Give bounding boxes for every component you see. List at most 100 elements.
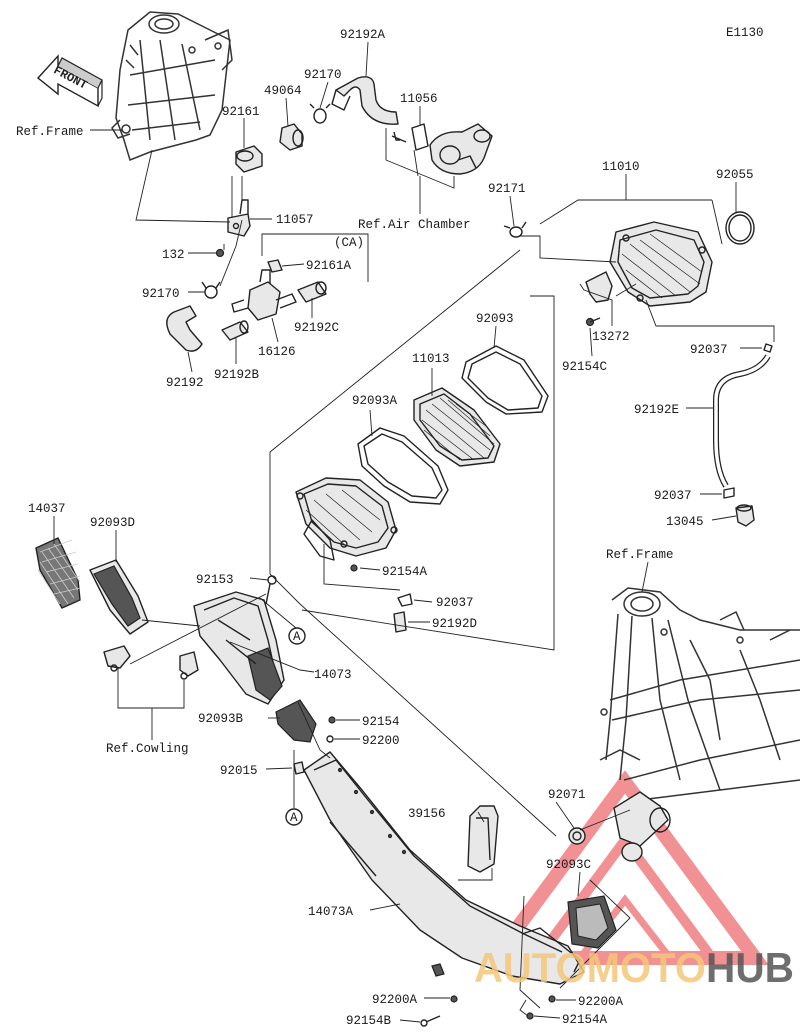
part-92037-clip-bottom [723, 487, 735, 499]
label-92192E: 92192E [634, 403, 679, 417]
label-92161: 92161 [222, 105, 260, 119]
part-49064 [279, 123, 304, 151]
ref-air-chamber-label: Ref.Air Chamber [358, 218, 471, 232]
part-92154-bolt [328, 716, 336, 724]
part-92192D-tube [393, 611, 407, 633]
leader-lines [53, 41, 775, 1023]
label-92093A: 92093A [352, 394, 398, 408]
ref-frame-bottom-label: Ref.Frame [606, 548, 674, 562]
part-92037-clip-mid [397, 593, 413, 607]
labels: E1130 Ref.Frame Ref.Air Chamber Ref.Fram… [16, 26, 764, 1028]
label-92055: 92055 [716, 168, 754, 182]
label-92154A-bottom: 92154A [562, 1013, 608, 1027]
part-92093B-seal [275, 699, 317, 743]
part-92154A-bolt-mid [350, 564, 358, 572]
label-92192B: 92192B [214, 368, 260, 382]
part-92192E-hose [713, 354, 771, 488]
part-92093C-seal [567, 895, 617, 949]
label-92171: 92171 [488, 182, 526, 196]
part-11010-housing [609, 221, 713, 307]
part-92171-clip [503, 221, 527, 238]
part-92161A [267, 259, 283, 273]
part-92015-nut [293, 761, 305, 775]
label-92200A-right: 92200A [578, 995, 624, 1009]
part-16126-valve [231, 269, 297, 321]
part-lower-housing [295, 477, 398, 561]
label-92153: 92153 [196, 573, 234, 587]
part-92192-hose [166, 305, 203, 352]
part-39156-insert [467, 805, 499, 873]
marker-A-top-label: A [293, 630, 301, 644]
part-11056-air-chamber [391, 123, 493, 175]
label-92093C: 92093C [546, 858, 591, 872]
label-14037: 14037 [28, 502, 66, 516]
part-92037-clip-top [763, 343, 773, 353]
label-92154B: 92154B [346, 1014, 392, 1028]
part-92093D-seal [89, 559, 149, 635]
watermark-text-light: AUTOMOTO [474, 944, 706, 991]
part-132-bolt [215, 248, 225, 258]
label-11013: 11013 [412, 352, 450, 366]
part-92093A-gasket [357, 427, 449, 505]
part-92093-gasket [461, 345, 549, 415]
frame-bottom-right [599, 587, 800, 801]
label-92093D: 92093D [90, 516, 135, 530]
part-92192A-hose [331, 76, 399, 125]
label-49064: 49064 [264, 84, 302, 98]
label-92037-top: 92037 [690, 343, 728, 357]
label-92192: 92192 [166, 376, 204, 390]
label-11057: 11057 [276, 213, 314, 227]
part-14073A-duct [303, 751, 585, 985]
part-92192C-tube [297, 281, 327, 303]
label-92093: 92093 [476, 312, 514, 326]
part-92154A-bolt-bottom [526, 1012, 534, 1020]
part-92170-clamp [201, 281, 221, 299]
watermark-text: AUTOMOTO HUB [474, 944, 794, 991]
label-92161A: 92161A [306, 259, 352, 273]
label-13045: 13045 [666, 515, 704, 529]
front-arrow: FRONT [36, 54, 103, 108]
label-92037-bottom: 92037 [654, 489, 692, 503]
label-39156: 39156 [408, 807, 446, 821]
ca-label: (CA) [334, 236, 364, 250]
part-92161 [235, 145, 263, 173]
part-92200A-washer-right [548, 995, 556, 1003]
frame-top-left [111, 11, 233, 162]
part-11057-bracket [227, 199, 251, 237]
label-132: 132 [162, 248, 185, 262]
label-92071: 92071 [548, 788, 586, 802]
label-92200A-left: 92200A [372, 993, 418, 1007]
label-92192A: 92192A [340, 28, 386, 42]
label-13272: 13272 [592, 330, 630, 344]
watermark-text-dark: HUB [706, 944, 794, 991]
label-92192D: 92192D [432, 617, 477, 631]
part-cowling-bracket-right [179, 651, 199, 680]
part-92154B-bolt [420, 1015, 441, 1027]
marker-A-top: A [288, 627, 306, 645]
label-92170: 92170 [142, 287, 180, 301]
label-92093B: 92093B [198, 712, 244, 726]
label-92154A-mid: 92154A [382, 565, 428, 579]
part-92200-washer [326, 735, 334, 743]
part-14037-grille [35, 537, 81, 609]
label-92154: 92154 [362, 715, 400, 729]
label-92154C: 92154C [562, 360, 607, 374]
part-cowling-bracket-left [103, 645, 131, 672]
part-92071-grommet [568, 827, 586, 845]
label-92015: 92015 [220, 764, 258, 778]
label-11010: 11010 [602, 160, 640, 174]
part-13272-bracket [585, 271, 613, 303]
part-92192B-tube [221, 320, 249, 341]
marker-A-bottom-label: A [290, 811, 298, 825]
ref-cowling-label: Ref.Cowling [106, 742, 189, 756]
part-92055-oring [725, 211, 755, 245]
part-92170-clamp-top [309, 103, 331, 124]
part-13045-drain-cap [735, 504, 755, 527]
label-16126: 16126 [258, 345, 296, 359]
part-92154C-bolt [585, 317, 601, 327]
part-11013-filter-element [413, 387, 501, 467]
ref-frame-top-label: Ref.Frame [16, 125, 84, 139]
part-frame-tube [613, 791, 671, 862]
label-92192C: 92192C [294, 321, 339, 335]
